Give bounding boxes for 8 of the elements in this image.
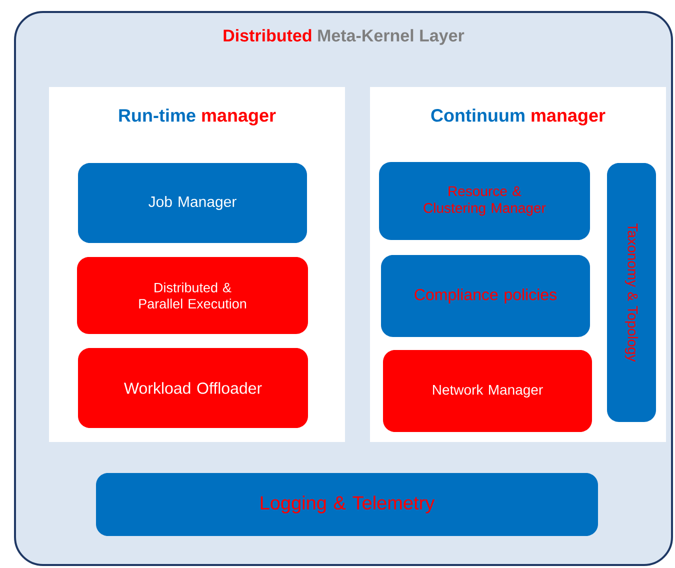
component-box: Taxonomy & Topology	[607, 163, 656, 422]
component-box: Job Manager	[78, 163, 307, 243]
component-box: Workload Offloader	[78, 348, 308, 428]
component-box: Network Manager	[383, 350, 592, 432]
component-box: Distributed & Parallel Execution	[77, 257, 308, 334]
component-box: Compliance policies	[381, 255, 590, 337]
component-box: Resource & Clustering Manager	[379, 162, 590, 240]
component-box: Logging & Telemetry	[96, 473, 598, 536]
